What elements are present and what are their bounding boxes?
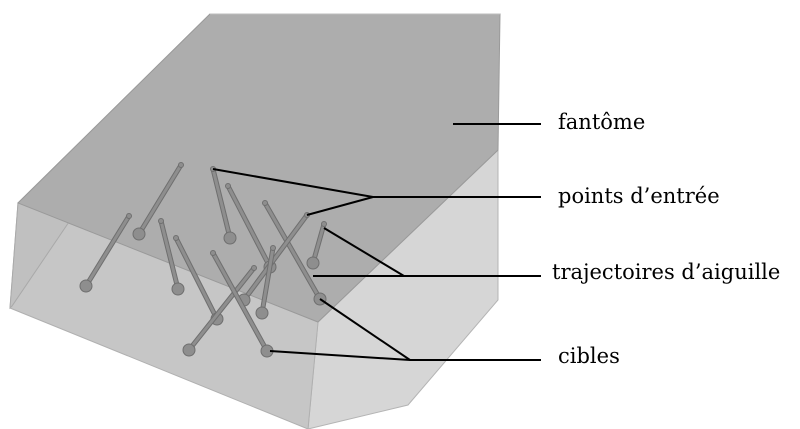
entry-point [270,245,276,251]
entry-point [158,218,164,224]
entry-point [210,250,216,256]
leader-entry-points [306,196,374,216]
entry-point [225,183,231,189]
label-needle-trajectories: trajectoires d’aiguille [552,260,781,284]
needle-trajectory [263,201,322,301]
target-sphere [223,231,237,245]
entry-point [178,162,184,168]
needle-trajectory [242,213,309,302]
needle-trajectory [260,246,275,315]
needle-trajectory [211,167,232,240]
needle-trajectory [84,214,131,288]
target-sphere [132,227,146,241]
needle-trajectory [159,219,180,291]
needle-trajectory [174,236,219,321]
needle-11 [255,245,276,320]
target-sphere [171,282,185,296]
entry-point [321,221,327,227]
needle-3 [158,218,185,296]
needle-trajectory [137,163,183,236]
target-sphere [306,256,320,270]
target-sphere [79,279,93,293]
label-targets: cibles [558,344,620,368]
label-entry-points: points d’entrée [558,184,720,208]
leader-lines [212,123,541,361]
needle-10 [182,265,257,357]
entry-point [251,265,257,271]
needle-trajectory [211,251,269,353]
target-sphere [255,306,269,320]
needle-9 [306,221,327,270]
entry-point [262,200,268,206]
entry-point [173,235,179,241]
leader-targets [269,350,411,361]
needle-trajectory [226,184,272,269]
needle-1 [132,162,184,241]
needle-trajectory [311,222,326,265]
needle-trajectory [187,266,256,352]
needle-5 [210,166,237,245]
target-sphere [182,343,196,357]
needle-2 [79,213,132,293]
label-phantom: fantôme [558,110,646,134]
needles-group [79,162,327,358]
entry-point [126,213,132,219]
